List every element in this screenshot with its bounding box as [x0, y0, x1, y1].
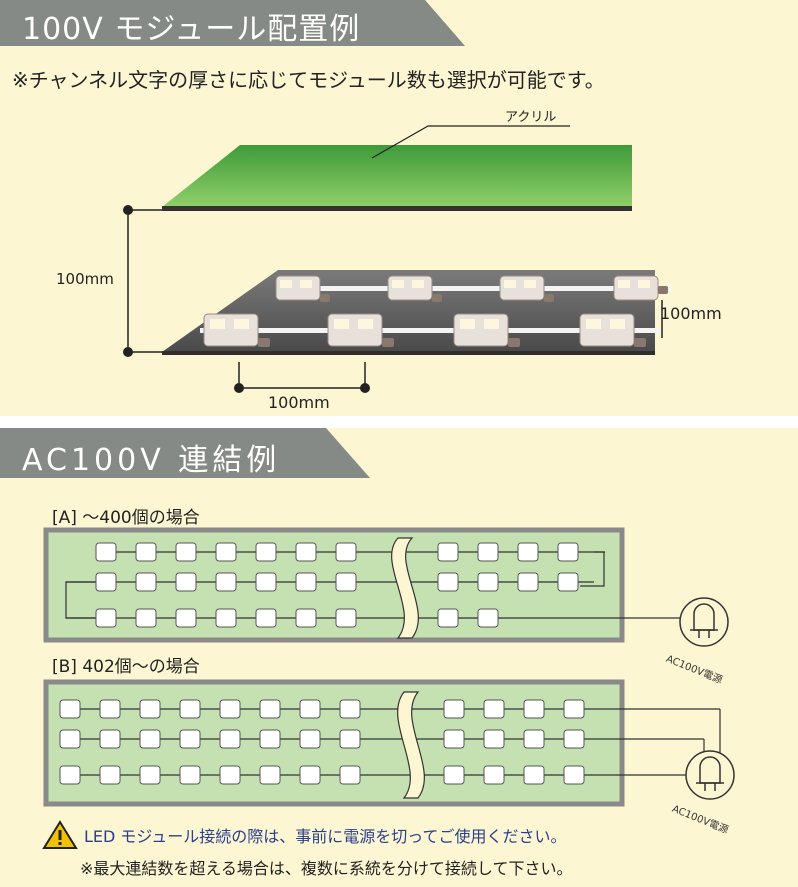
row-gap-dimension-label: 100mm [660, 304, 722, 323]
module-back-1 [275, 275, 330, 302]
acrylic-plate [162, 145, 632, 207]
section1-header-bg [0, 0, 465, 46]
wire-front [200, 328, 660, 333]
section2-title: AC100V 連結例 [22, 443, 281, 478]
module-layout-diagram [123, 125, 672, 393]
section1-note: ※チャンネル文字の厚さに応じてモジュール数も選択が可能です。 [12, 68, 605, 92]
light-bulb-icon [679, 597, 729, 647]
panel-b-modules [59, 699, 585, 785]
section2-header: AC100V 連結例 [0, 428, 380, 478]
acrylic-edge [162, 206, 632, 211]
case-a-label: [A] 〜400個の場合 [52, 508, 200, 528]
height-dimension-bottom-dot [123, 347, 133, 357]
panel-b-break-mark [397, 691, 425, 799]
spacing-dimension-label: 100mm [268, 393, 330, 412]
warning-note: ※最大連結数を超える場合は、複数に系統を分けて接続して下さい。 [80, 859, 573, 878]
module-front-4 [579, 313, 646, 347]
module-back-2 [387, 275, 442, 302]
wire-back [276, 286, 672, 291]
warning-text: LED モジュール接続の際は、事前に電源を切ってご使用ください。 [84, 827, 567, 846]
spacing-dimension-left-dot [234, 383, 244, 393]
panel-a-break-mark [391, 537, 419, 639]
panel-a-modules [95, 542, 579, 628]
section1-title: 100V モジュール配置例 [22, 12, 361, 47]
warning-icon [42, 820, 78, 849]
height-dimension-label: 100mm [56, 270, 114, 288]
module-back-3 [499, 275, 554, 302]
section1-header: 100V モジュール配置例 [0, 0, 470, 47]
spacing-dimension-right-dot [360, 383, 370, 393]
base-edge [162, 351, 655, 355]
case-b-label: [B] 402個〜の場合 [52, 657, 200, 677]
module-front-1 [203, 313, 270, 347]
module-front-2 [327, 313, 394, 347]
acrylic-label: アクリル [505, 110, 557, 125]
height-dimension-top-dot [123, 205, 133, 215]
section-divider [0, 416, 798, 428]
acrylic-callout-line [371, 125, 570, 159]
light-bulb-icon [685, 750, 735, 800]
section2-header-bg [0, 428, 370, 478]
module-back-4 [613, 275, 668, 301]
module-front-3 [453, 313, 520, 347]
panel-b-wires [60, 708, 721, 776]
